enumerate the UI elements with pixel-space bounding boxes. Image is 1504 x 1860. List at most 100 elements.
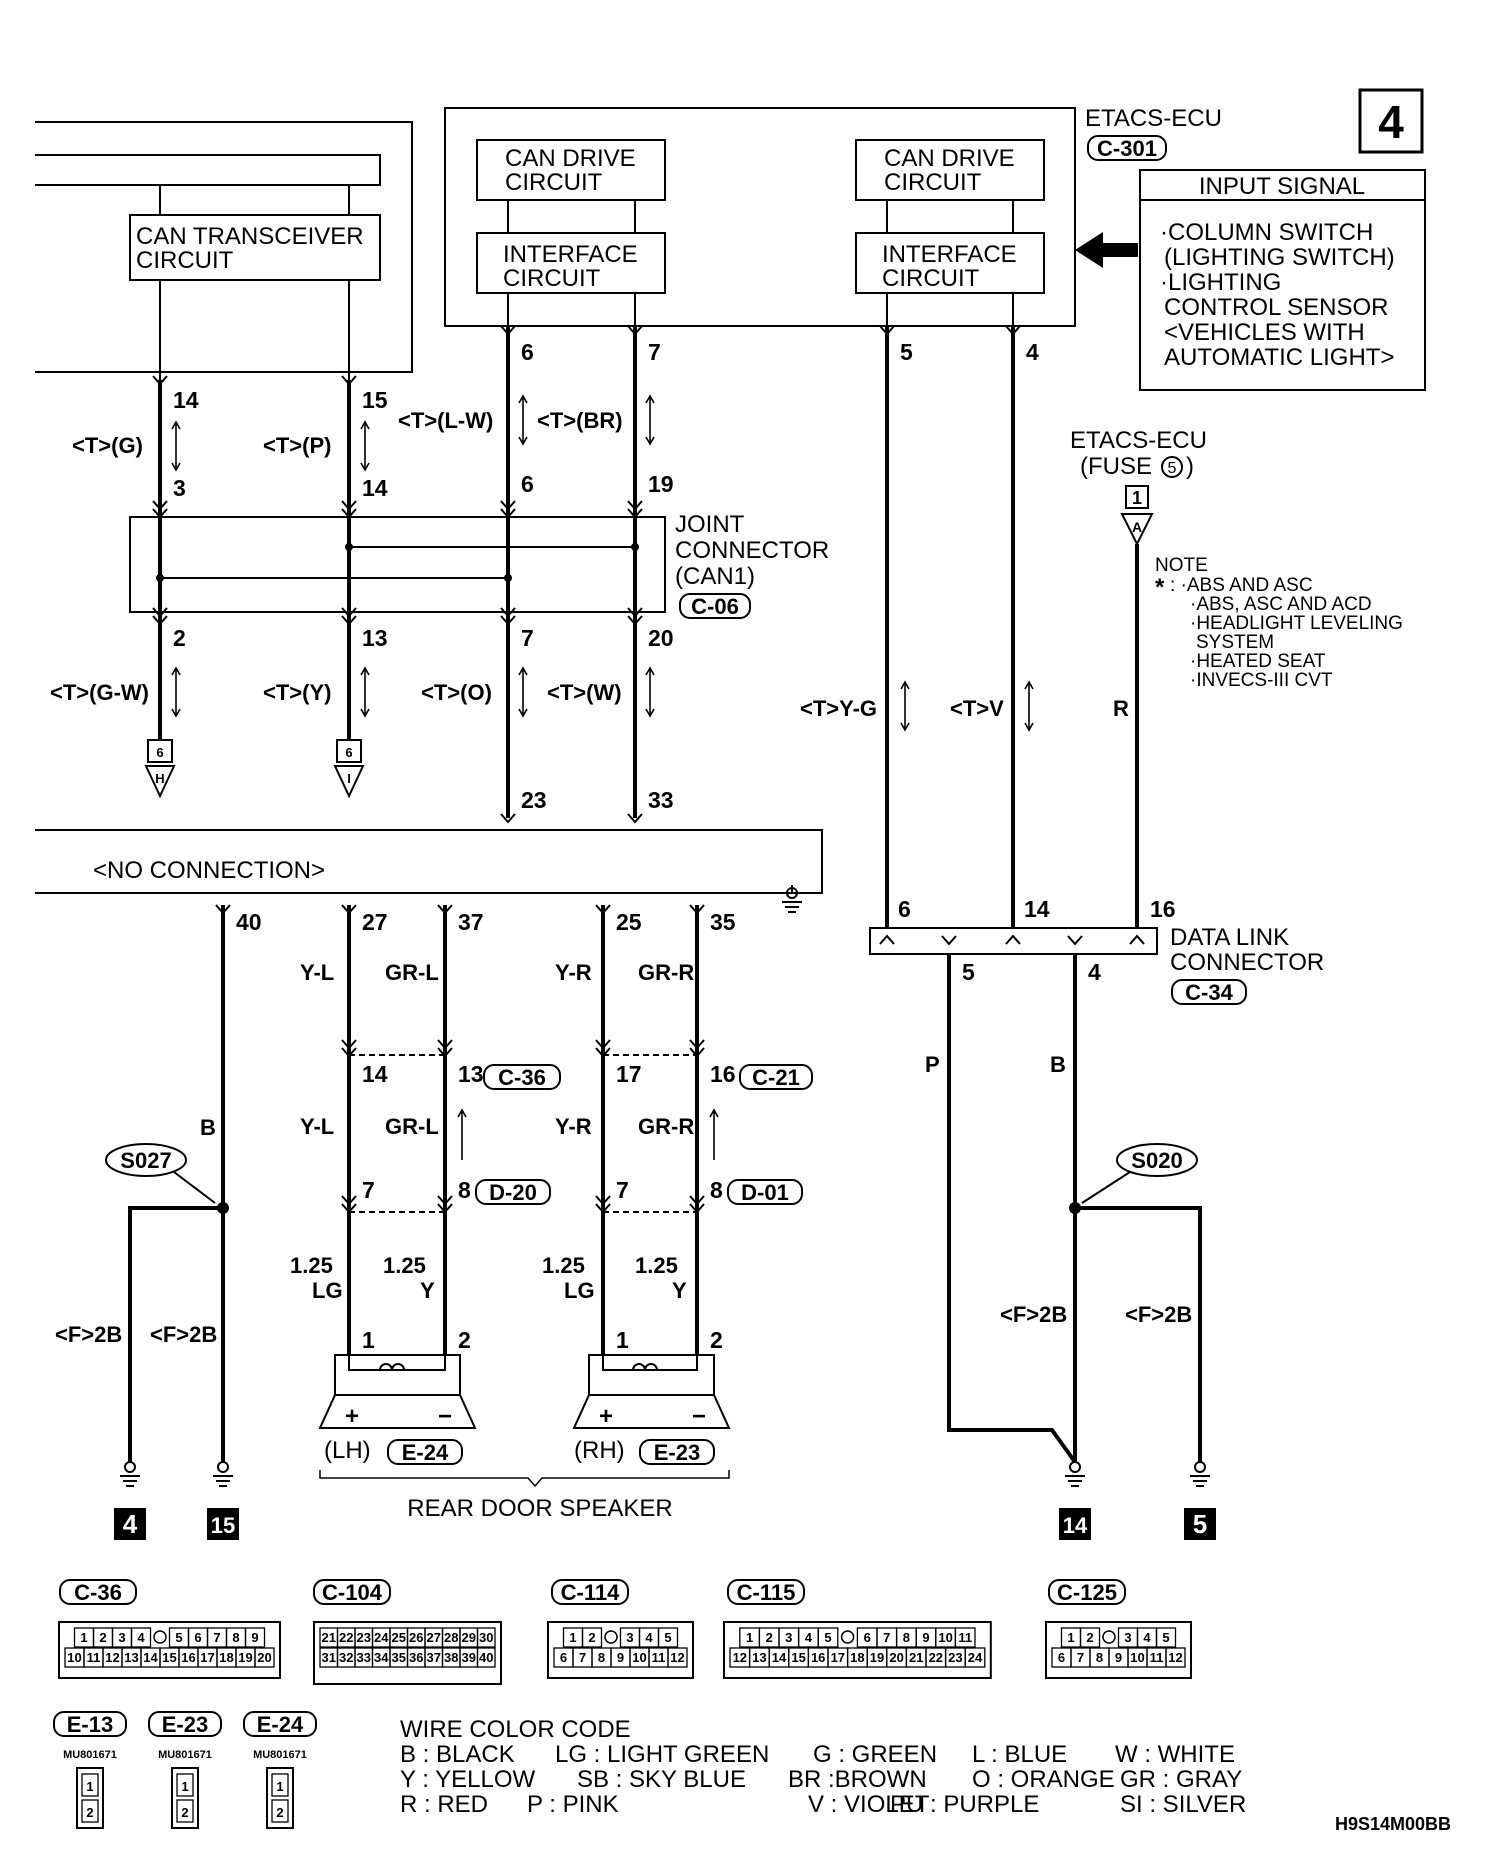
connector-view-pin: 33 [357,1650,371,1665]
connector-view-pin: 15 [162,1650,176,1665]
connector-view-badge [1048,1579,1126,1605]
connector-view-housing [1045,1621,1192,1679]
input-signal-line-4: CONTROL SENSOR [1164,294,1388,321]
speaker-wire-a2: LG [312,1278,343,1303]
joint-connector-id: C-06 [691,594,739,619]
wire-label-yr-2: Y-R [555,1114,592,1139]
connector-view-pin: 25 [392,1630,406,1645]
connector-view-pin: 24 [374,1630,389,1645]
terminal-i-page: 6 [345,745,352,760]
wire-label-yl: Y-L [300,960,334,985]
pin-35: 35 [710,909,736,935]
connector-view-cavity [244,1627,266,1648]
wire-color-entry: LG : LIGHT GREEN [555,1741,769,1768]
connector-view-pin: 4 [137,1630,145,1645]
speaker-pin-marks [215,904,705,1213]
connector-view-pin: 12 [105,1650,119,1665]
terminal-i [333,739,365,799]
note-line-6: ·INVECS-III CVT [1190,670,1333,691]
speaker-rh-icon [572,1354,731,1429]
connector-view-pin: 34 [374,1650,389,1665]
pin-20: 20 [648,625,674,651]
speaker-rh-connector: E-23 [654,1440,700,1465]
wire-color-entry: W : WHITE [1115,1741,1235,1768]
input-arrow [1075,232,1138,268]
ground-icon-5 [1189,1461,1211,1487]
wire-color-entry: Y : YELLOW [400,1766,536,1793]
connector-view-housing [266,1767,294,1829]
connector-view-pin: 18 [219,1650,233,1665]
connector-view-cavity [176,1799,194,1823]
splice-s027: S027 [120,1148,171,1173]
dlc-connector: C-34 [1185,980,1233,1005]
pin-8-d01: 8 [710,1177,723,1203]
e24-badge [387,1439,463,1465]
connector-view-pin: 11 [1150,1650,1164,1665]
pin-40: 40 [236,909,262,935]
wire-color-entry: SB : SKY BLUE [577,1766,746,1793]
fuse-pin: 1 [1132,488,1142,508]
speaker-lh-minus: − [438,1403,452,1430]
pin-14: 14 [173,387,199,413]
speaker-wires [128,905,699,1462]
connector-view-pin: 2 [276,1805,283,1820]
pin-7-j: 7 [521,625,534,651]
connector-view-pin: 9 [617,1650,624,1665]
joint-connector-badge [679,593,751,619]
pin-7-top: 7 [648,339,661,365]
ground-badge-5: 5 [1184,1508,1216,1540]
dlc-pin-5: 5 [962,959,975,985]
wire-label-tg: <T>(G) [72,433,143,458]
wire-color-entry: O : ORANGE [972,1766,1115,1793]
fuse-pin-box [1125,485,1149,509]
input-signal-line-6: AUTOMATIC LIGHT> [1164,344,1394,371]
wire-color-entry: V : VIOLET [808,1791,930,1818]
splice-s020-badge [1116,1143,1198,1177]
pin-7-d20: 7 [362,1177,375,1203]
d01-badge [727,1179,803,1205]
wire-label-b-dlc: B [1050,1052,1066,1077]
ground-num-15: 15 [211,1513,235,1538]
connector-view-pin: 4 [645,1630,653,1645]
left-ecu [35,121,413,380]
connector-view-pin: 10 [67,1650,81,1665]
connector-view-pin: 5 [175,1630,182,1645]
connector-view-pin: 2 [588,1630,595,1645]
can-drive-left-2: CIRCUIT [505,169,603,196]
connector-view-pin: 5 [1162,1630,1169,1645]
gnd-wire-d: <F>2B [1125,1302,1192,1327]
note-star: * [1155,574,1165,601]
connector-view-badge [59,1579,137,1605]
note-line-2: ·ABS, ASC AND ACD [1190,594,1372,615]
speaker-wire-c2: LG [564,1278,595,1303]
connector-view-pin: 8 [598,1650,605,1665]
wire-label-yl-2: Y-L [300,1114,334,1139]
connector-view-cavity [176,1773,194,1797]
wire-label-tp: <T>(P) [263,433,331,458]
connector-view-pin: 12 [1168,1650,1182,1665]
connector-view-cavity [1155,1627,1177,1648]
wire-label-grr: GR-R [638,960,694,985]
joint-connector-label-1: JOINT [675,511,745,538]
connector-view-pin: 1 [86,1779,93,1794]
connector-view-pin: 3 [118,1630,125,1645]
connector-view-name: C-104 [322,1580,383,1605]
terminal-h [144,739,176,799]
connector-view-pin: 35 [392,1650,406,1665]
input-signal-line-2: (LIGHTING SWITCH) [1164,244,1395,271]
dlc-badge [1171,979,1247,1005]
connector-view-pin: 7 [883,1630,890,1645]
connector-view-pin: 15 [791,1650,805,1665]
pin-5-top: 5 [900,339,913,365]
lower-wires [158,612,637,818]
pin-4-top: 4 [1026,339,1039,365]
connector-view-cavity [476,1627,496,1648]
connector-view-pin: 26 [409,1630,423,1645]
connector-view-pin: 23 [948,1650,962,1665]
joint-connector [129,516,666,613]
input-signal-line-5: <VEHICLES WITH [1164,319,1365,346]
